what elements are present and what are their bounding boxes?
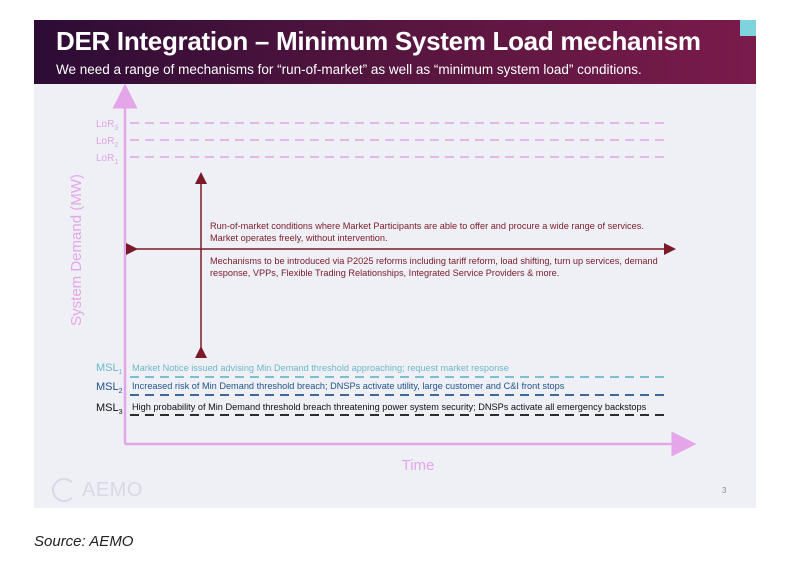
msl-level-3: MSL3 High probability of Min Demand thre… bbox=[96, 402, 666, 416]
msl-3-text: High probability of Min Demand threshold… bbox=[132, 402, 647, 412]
msl-level-1: MSL1 Market Notice issued advising Min D… bbox=[96, 362, 666, 378]
lor-level-1: LoR1 bbox=[96, 153, 664, 166]
aemo-logo: AEMO bbox=[52, 478, 143, 502]
lor-3-label: LoR3 bbox=[96, 119, 118, 132]
mechanisms-text-1: Mechanisms to be introduced via P2025 re… bbox=[210, 256, 658, 266]
y-axis-label: System Demand (MW) bbox=[68, 174, 85, 326]
aemo-logo-mark-icon bbox=[52, 478, 76, 502]
slide: DER Integration – Minimum System Load me… bbox=[34, 20, 756, 508]
lor-2-label: LoR2 bbox=[96, 136, 118, 149]
run-of-market-text-1: Run-of-market conditions where Market Pa… bbox=[210, 221, 644, 231]
mechanisms-text-2: response, VPPs, Flexible Trading Relatio… bbox=[210, 268, 559, 278]
header-accent-stripe bbox=[740, 20, 756, 36]
slide-header: DER Integration – Minimum System Load me… bbox=[34, 20, 756, 84]
slide-subtitle: We need a range of mechanisms for “run-o… bbox=[56, 62, 642, 77]
msl-1-text: Market Notice issued advising Min Demand… bbox=[132, 363, 509, 373]
msl-3-label: MSL3 bbox=[96, 402, 123, 416]
slide-title: DER Integration – Minimum System Load me… bbox=[56, 26, 701, 56]
msl-level-2: MSL2 Increased risk of Min Demand thresh… bbox=[96, 381, 666, 396]
msl-1-label: MSL1 bbox=[96, 362, 123, 376]
run-of-market-text-2: Market operates freely, without interven… bbox=[210, 233, 388, 243]
x-axis-label: Time bbox=[402, 457, 435, 474]
lor-level-2: LoR2 bbox=[96, 136, 664, 149]
page-number: 3 bbox=[722, 486, 727, 495]
demand-diagram: System Demand (MW) Time LoR3 LoR2 LoR1 R… bbox=[68, 83, 697, 474]
msl-2-text: Increased risk of Min Demand threshold b… bbox=[132, 381, 565, 391]
lor-1-label: LoR1 bbox=[96, 153, 118, 166]
aemo-logo-text: AEMO bbox=[82, 478, 143, 501]
lor-level-3: LoR3 bbox=[96, 119, 664, 132]
source-caption: Source: AEMO bbox=[34, 533, 134, 550]
msl-2-label: MSL2 bbox=[96, 381, 123, 395]
